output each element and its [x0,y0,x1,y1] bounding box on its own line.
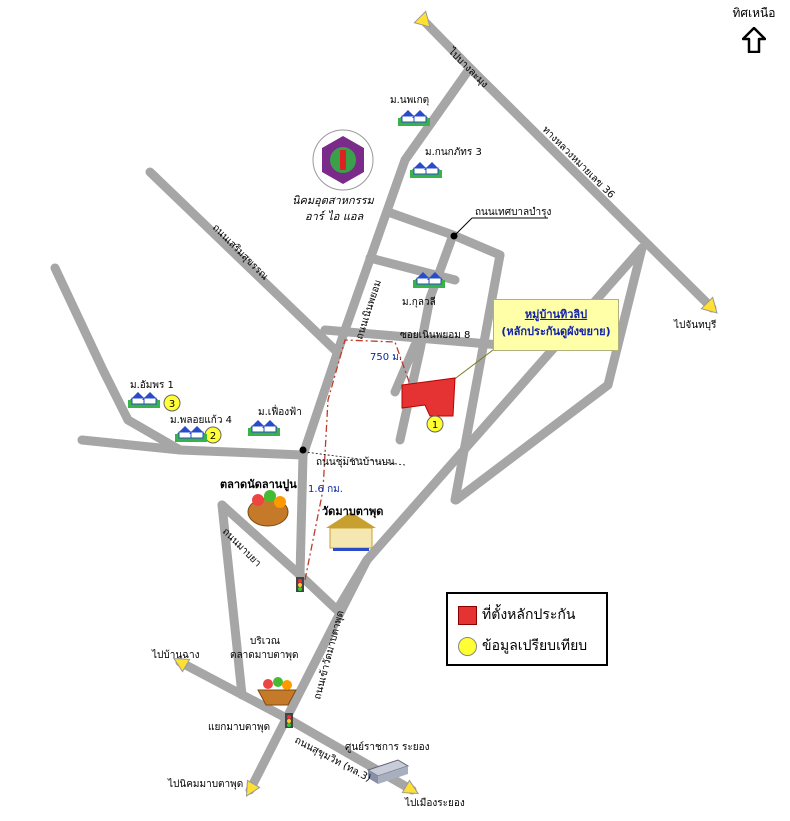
temple-icon [326,512,376,551]
road-serm-suk [145,167,340,355]
road-west-loop-2 [123,415,185,455]
label-chumchon-ban-bon: ถนนชุมชนบ้านบน [316,456,395,468]
label-govt-center: ศูนย์ราชการ ระยอง [345,741,430,753]
route-750m [304,339,413,581]
house-icon [410,162,442,178]
label-junction: แยกมาบตาพุด [208,722,270,733]
label-estate-1: นิคมอุตสาหกรรม [292,194,374,207]
road-inner-3 [390,340,420,397]
road-inner-1 [450,250,505,505]
legend-comparison-dot [458,636,477,656]
road-east-loop [451,243,647,505]
legend-collateral-swatch [458,605,477,625]
label-to-bang-lamung: ไปบางละมุง [445,45,490,90]
route-lines [304,339,413,581]
label-serm-suk: ถนนเสริมสุขรรณ [210,222,270,282]
government-building-icon [366,759,410,784]
label-kanok: ม.กนกภัทร 3 [425,147,482,158]
arrow-marker-icon [700,296,718,314]
label-nopaket: ม.นพเกตุ [390,95,429,106]
label-hwy36: ทางหลวงหมายเลข 36 [540,124,617,201]
label-aumporn: ม.อัมพร 1 [130,380,174,391]
label-market-area-2: ตลาดมาบตาพุด [230,650,298,661]
leader-chumchon [304,451,406,466]
project-subtitle: (หลักประกันดูผังขยาย) [501,325,611,338]
arrow-marker-icon [172,657,191,673]
road-market-link [217,500,247,700]
traffic-light-icon [285,713,293,728]
label-soi-noen-phayom: ซอยเนินพยอม 8 [400,330,470,341]
arrow-marker-icon [413,10,431,28]
traffic-light-icon [296,577,304,592]
label-distance-1-6km: 1.6 กม. [308,484,343,495]
arrow-marker-icon [401,779,420,795]
house-icon [398,110,430,126]
label-wat: วัดมาบตาพุด [322,505,383,519]
north-indicator: ทิศเหนือ [725,4,783,56]
label-thetsaban: ถนนเทศบาลบำรุง [475,207,552,218]
house-icon [413,272,445,288]
project-callout: หมู่บ้านทิวลิป (หลักประกันดูผังขยาย) [493,299,619,351]
marker-3: 3 [163,394,181,412]
market-basket-icon [257,677,297,706]
marker-3-label: 3 [169,399,175,410]
legend-comparison-label: ข้อมูลเปรียบเทียบ [482,638,588,654]
road-map-ya [217,500,305,580]
leader-thetsaban [453,217,473,237]
label-ploykaew: ม.พลอยแก้ว 4 [170,414,232,426]
label-fueangfa: ม.เฟื่องฟ้า [258,404,302,418]
junction-dot-chumchon [299,446,307,454]
legend: ที่ตั้งหลักประกัน ข้อมูลเปรียบเทียบ [446,592,608,666]
label-estate-2: อาร์ ไอ แอล [305,210,365,223]
label-market-area-1: บริเวณ [250,636,280,647]
legend-row-comparison: ข้อมูลเปรียบเทียบ [458,635,587,657]
north-label: ทิศเหนือ [732,6,776,20]
legend-collateral-label: ที่ตั้งหลักประกัน [482,607,576,623]
marker-2-label: 2 [210,431,216,442]
house-icon [128,392,160,408]
north-arrow-icon [741,26,767,54]
road-west-loop [50,263,133,425]
collateral-plot [401,377,456,417]
label-to-ban-chang: ไปบ้านฉาง [151,649,200,661]
legend-row-collateral: ที่ตั้งหลักประกัน [458,604,575,626]
house-icon [175,426,207,442]
marker-1: 1 [426,415,444,433]
road-chumchon-ban-bon [77,435,308,460]
house-icon [248,420,280,436]
label-market-lan: ตลาดนัดลานปูน [220,478,297,492]
project-name: หมู่บ้านทิวลิป [524,308,588,321]
arrow-marker-icon [245,779,261,798]
label-kunlawalee: ม.กุลวลี [402,296,436,308]
estate-logo-icon [312,129,374,191]
label-distance-750m: 750 ม. [370,352,402,363]
marker-1-label: 1 [432,420,438,431]
label-to-mueang: ไปเมืองระยอง [404,797,465,809]
market-basket-icon [247,490,289,527]
road-to-nikhom [245,555,372,795]
label-to-chanthaburi: ไปจันทบุรี [673,319,717,331]
marker-2: 2 [204,426,222,444]
label-to-nikhom: ไปนิคมมาบตาพุด [167,778,243,790]
road-soi-noen-phayom [320,325,505,350]
